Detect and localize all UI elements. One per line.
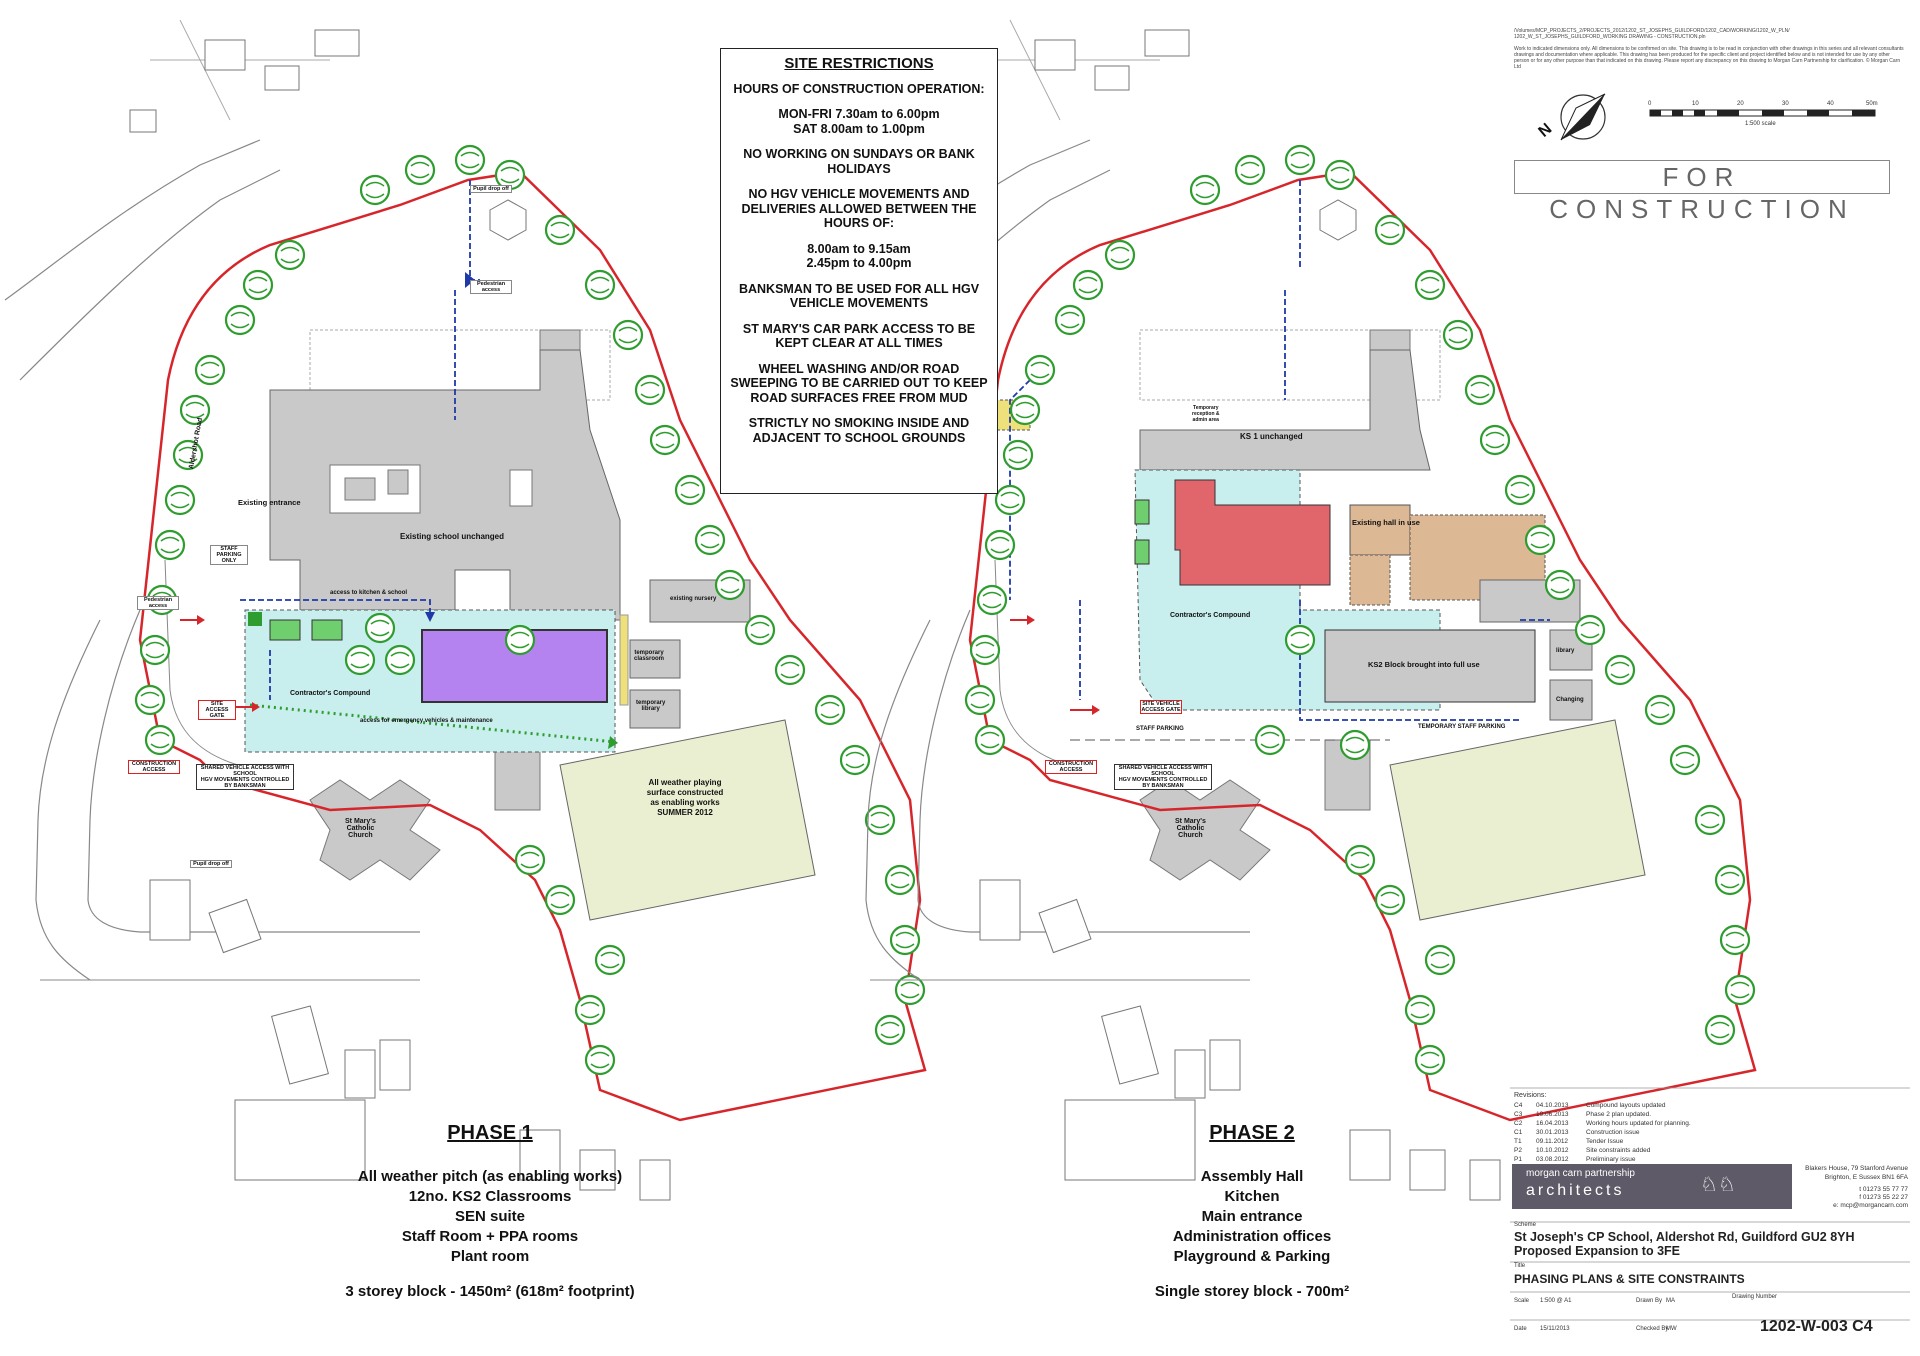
changing-label: Changing — [1556, 697, 1584, 703]
phase2-description: PHASE 2 Assembly Hall Kitchen Main entra… — [1042, 1122, 1462, 1300]
phase2-heading: PHASE 2 — [1209, 1122, 1295, 1144]
contractors-compound-label: Contractor's Compound — [1170, 612, 1251, 619]
restriction-line: NO WORKING ON SUNDAYS OR BANK HOLIDAYS — [743, 147, 975, 176]
scale-label: Scale — [1514, 1298, 1530, 1304]
phase2-item: Kitchen — [1224, 1188, 1280, 1205]
phase1-heading: PHASE 1 — [447, 1122, 533, 1144]
phase2-item: Main entrance — [1201, 1208, 1303, 1225]
pitch-label: All weather playing surface constructed … — [646, 778, 724, 817]
firm-contact: t 01273 55 77 77 f 01273 55 22 27 e: mcp… — [1833, 1186, 1908, 1209]
scale-tick: 0 — [1648, 101, 1652, 107]
restriction-line: MON-FRI 7.30am to 6.00pm SAT 8.00am to 1… — [778, 107, 940, 136]
site-restrictions-panel: SITE RESTRICTIONS HOURS OF CONSTRUCTION … — [720, 48, 998, 494]
checked-by-label: Checked By — [1636, 1326, 1669, 1332]
existing-hall-label: Existing hall in use — [1352, 518, 1420, 527]
phase1-item: Plant room — [450, 1248, 530, 1265]
date-value: 15/11/2013 — [1540, 1326, 1570, 1332]
phase2-item: Administration offices — [1172, 1228, 1332, 1245]
shared-access-label: SHARED VEHICLE ACCESS WITH SCHOOL HGV MO… — [1114, 764, 1212, 790]
restriction-line: NO HGV VEHICLE MOVEMENTS AND DELIVERIES … — [741, 187, 977, 230]
scale-bar — [1649, 109, 1876, 117]
site-vehicle-access-label: SITE VEHICLE ACCESS GATE — [1140, 700, 1182, 714]
phase2-footprint: Single storey block - 700m² — [1154, 1283, 1350, 1300]
phase1-item: SEN suite — [454, 1208, 526, 1225]
staff-parking-label: STAFF PARKING ONLY — [210, 545, 248, 565]
church-label: St Mary's Catholic Church — [1175, 818, 1206, 839]
scheme-label: Scheme — [1514, 1222, 1537, 1228]
checked-by-value: MW — [1666, 1326, 1677, 1332]
scale-tick: 10 — [1692, 101, 1699, 107]
temporary-library-label: temporary library — [636, 700, 666, 712]
temporary-reception-label: Temporary reception & admin area — [1192, 405, 1220, 423]
revisions-title: Revisions: — [1514, 1092, 1547, 1099]
library-label: library — [1556, 648, 1575, 654]
ks2-label: KS2 Block brought into full use — [1368, 660, 1480, 669]
existing-nursery-label: existing nursery — [670, 596, 717, 602]
scale-tick: 30 — [1782, 101, 1789, 107]
scale-tick: 50m — [1866, 101, 1878, 107]
emergency-access-label: access for emergency vehicles & maintena… — [360, 718, 493, 724]
restriction-line: HOURS OF CONSTRUCTION OPERATION: — [733, 81, 985, 96]
contractors-compound-label: Contractor's Compound — [290, 690, 371, 697]
firm-architects: architects — [1526, 1182, 1625, 1199]
drawn-by-label: Drawn By — [1636, 1298, 1663, 1304]
for-construction-stamp: FOR CONSTRUCTION — [1514, 160, 1890, 224]
phase1-description: PHASE 1 All weather pitch (as enabling w… — [280, 1122, 700, 1300]
restriction-line: ST MARY'S CAR PARK ACCESS TO BE KEPT CLE… — [742, 321, 976, 351]
ks1-label: KS 1 unchanged — [1240, 432, 1303, 441]
temporary-staff-parking-label: TEMPORARY STAFF PARKING — [1418, 724, 1506, 730]
existing-school-label: Existing school unchanged — [400, 532, 505, 541]
phase2-item: Playground & Parking — [1173, 1248, 1331, 1265]
pupil-dropoff-label: Pupil drop off — [190, 860, 232, 868]
drawing-number-label: Drawing Number — [1732, 1294, 1778, 1300]
pedestrian-access-label: Pedestrian access — [137, 596, 179, 610]
scale-tick: 40 — [1827, 101, 1834, 107]
scale-caption: 1:500 scale — [1745, 121, 1776, 127]
drawn-by-value: MA — [1666, 1298, 1675, 1304]
phase2-plan — [833, 18, 1757, 1202]
site-restrictions-title: SITE RESTRICTIONS — [784, 55, 934, 72]
pupil-dropoff-label: Pupil drop off — [470, 185, 512, 193]
restriction-line: BANKSMAN TO BE USED FOR ALL HGV VEHICLE … — [738, 281, 980, 311]
shared-access-label: SHARED VEHICLE ACCESS WITH SCHOOL HGV MO… — [196, 764, 294, 790]
phase1-item: Staff Room + PPA rooms — [401, 1228, 579, 1245]
scale-value: 1:500 @ A1 — [1540, 1298, 1572, 1304]
date-label: Date — [1514, 1326, 1527, 1332]
title-label: Title — [1514, 1263, 1526, 1269]
firm-logo-icon: ♘♘ — [1700, 1174, 1736, 1196]
staff-parking-label: STAFF PARKING — [1136, 726, 1184, 732]
drawing-title: PHASING PLANS & SITE CONSTRAINTS — [1514, 1272, 1745, 1286]
pedestrian-access-label: Pedestrian access — [470, 280, 512, 294]
phase1-item: 12no. KS2 Classrooms — [408, 1188, 572, 1205]
drawing-notes: Work to indicated dimensions only. All d… — [1514, 46, 1904, 70]
restriction-line: WHEEL WASHING AND/OR ROAD SWEEPING TO BE… — [730, 361, 988, 405]
firm-logo-band — [1512, 1164, 1792, 1209]
construction-access-label: CONSTRUCTION ACCESS — [128, 760, 180, 774]
existing-entrance-label: Existing entrance — [238, 498, 301, 507]
access-kitchen-label: access to kitchen & school — [330, 590, 408, 596]
firm-name: morgan carn partnership — [1526, 1168, 1635, 1179]
temporary-classroom-label: temporary classroom — [634, 650, 665, 662]
file-path: /Volumes/MCP_PROJECTS_2/PROJECTS_2012/12… — [1514, 28, 1790, 40]
scheme-text: St Joseph's CP School, Aldershot Rd, Gui… — [1514, 1230, 1855, 1258]
site-access-gate-label: SITE ACCESS GATE — [198, 700, 236, 720]
phase2-item: Assembly Hall — [1200, 1168, 1304, 1185]
phase1-plan — [3, 18, 927, 1202]
church-label: St Mary's Catholic Church — [345, 818, 376, 839]
firm-address: Blakers House, 79 Stanford Avenue Bright… — [1805, 1165, 1908, 1181]
phase1-item: All weather pitch (as enabling works) — [357, 1168, 623, 1185]
construction-access-label: CONSTRUCTION ACCESS — [1045, 760, 1097, 774]
restriction-line: STRICTLY NO SMOKING INSIDE AND ADJACENT … — [748, 416, 970, 445]
restriction-line: 8.00am to 9.15am 2.45pm to 4.00pm — [806, 241, 912, 271]
scale-tick: 20 — [1737, 101, 1744, 107]
north-arrow-icon — [1560, 93, 1606, 141]
drawing-number: 1202-W-003 C4 — [1760, 1318, 1873, 1335]
phase1-footprint: 3 storey block - 1450m² (618m² footprint… — [345, 1283, 635, 1300]
